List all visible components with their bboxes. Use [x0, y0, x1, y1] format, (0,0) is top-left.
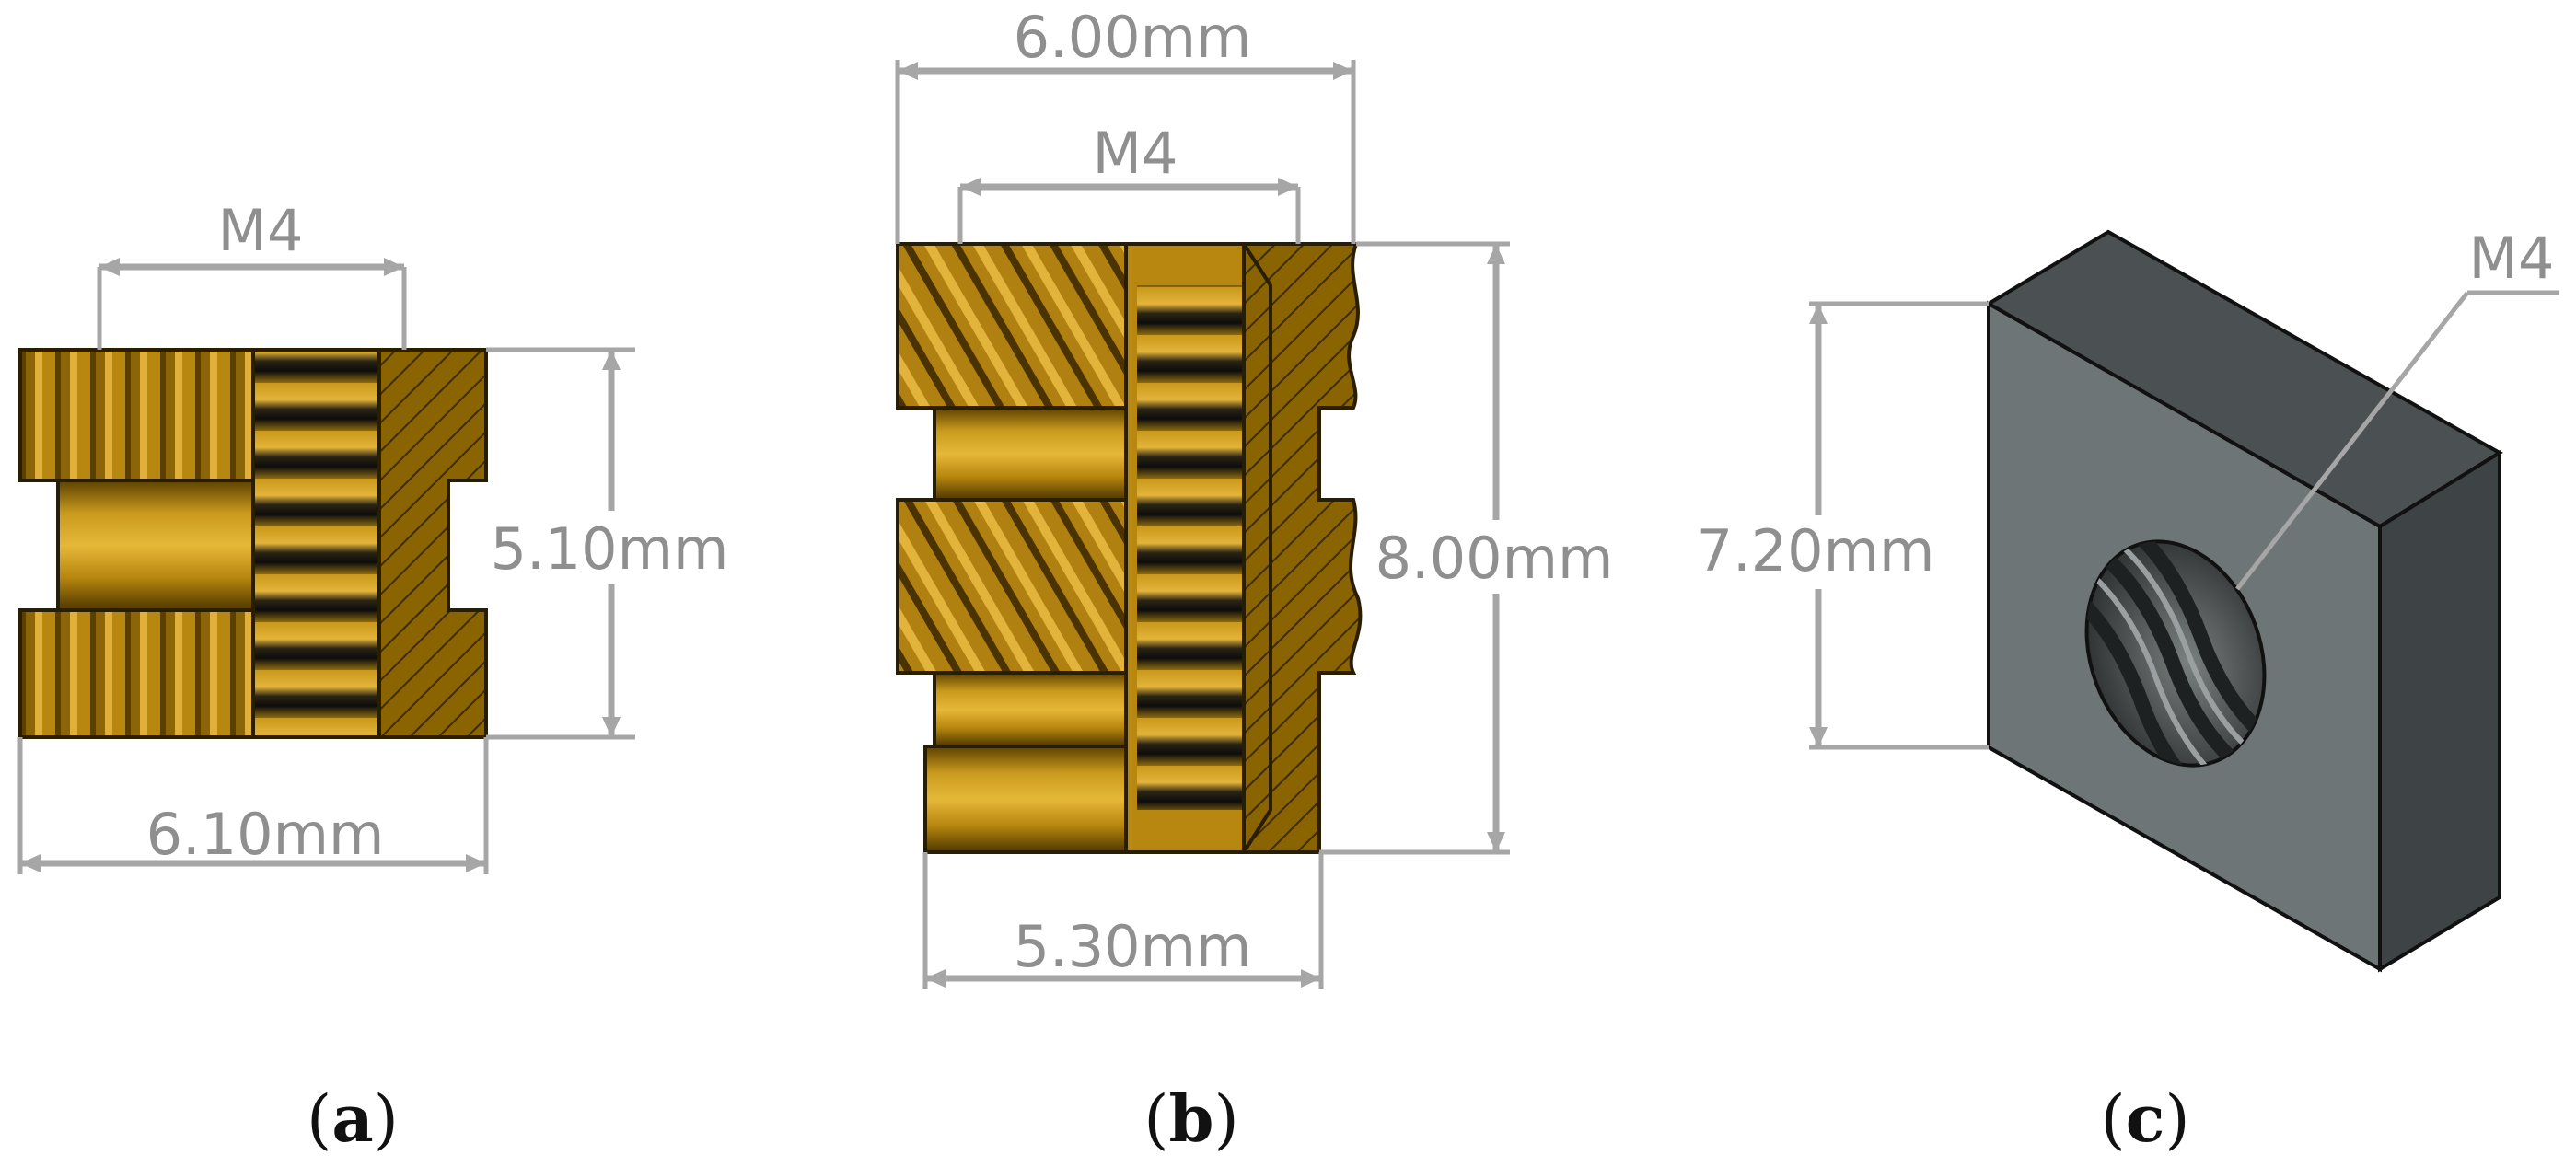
waist-a [56, 479, 255, 612]
insert-b-body [896, 242, 1363, 854]
nut-side-face [2378, 449, 2501, 973]
thread-section-b [1137, 285, 1243, 810]
dimension-thread-a: M4 [97, 197, 407, 350]
thread-label-b: M4 [1093, 120, 1178, 187]
panel-c: M4 7.20mm (c) [1697, 225, 2559, 1157]
lower-band-b [933, 671, 1128, 748]
dimension-thread-b: M4 [957, 120, 1301, 244]
dimension-thread-c: M4 [2235, 225, 2559, 591]
height-label-b: 8.00mm [1375, 525, 1614, 592]
height-label-c: 7.20mm [1697, 517, 1935, 584]
threaded-hole-c [2061, 518, 2270, 791]
caption-a: (a) [307, 1080, 399, 1157]
knurl-top-a [18, 348, 255, 482]
panel-b: 6.00mm M4 8.00mm 5.30mm (b) [895, 4, 1614, 1157]
knurl-bottom-a [18, 608, 255, 739]
collar-b [923, 745, 1128, 854]
thread-section-a [251, 348, 381, 739]
width-label-a: 6.10mm [146, 801, 385, 868]
insert-a-body [18, 348, 488, 739]
thread-label-a: M4 [218, 197, 304, 264]
dimension-height-b: 8.00mm [1319, 241, 1614, 855]
dimension-bottom-width-b: 5.30mm [922, 852, 1324, 989]
dimension-outer-width-b: 6.00mm [895, 4, 1356, 244]
dimension-height-c: 7.20mm [1697, 301, 1989, 750]
bottom-width-label-b: 5.30mm [1014, 913, 1252, 980]
dimension-height-a: 5.10mm [486, 347, 729, 740]
knurl-mid-b [896, 498, 1128, 675]
outer-width-label-b: 6.00mm [1014, 4, 1252, 71]
section-hatch-a [377, 348, 488, 739]
dimension-width-a: 6.10mm [17, 737, 489, 874]
caption-c: (c) [2100, 1080, 2189, 1157]
knurl-top-b [896, 242, 1128, 410]
panel-a: M4 5.10mm 6.10mm (a) [17, 197, 729, 1157]
caption-b: (b) [1143, 1080, 1239, 1157]
waist-b [933, 406, 1128, 502]
square-nut-c [1985, 229, 2503, 973]
section-hatch-b [1242, 242, 1363, 854]
thread-label-c: M4 [2469, 225, 2555, 292]
height-label-a: 5.10mm [491, 515, 729, 583]
